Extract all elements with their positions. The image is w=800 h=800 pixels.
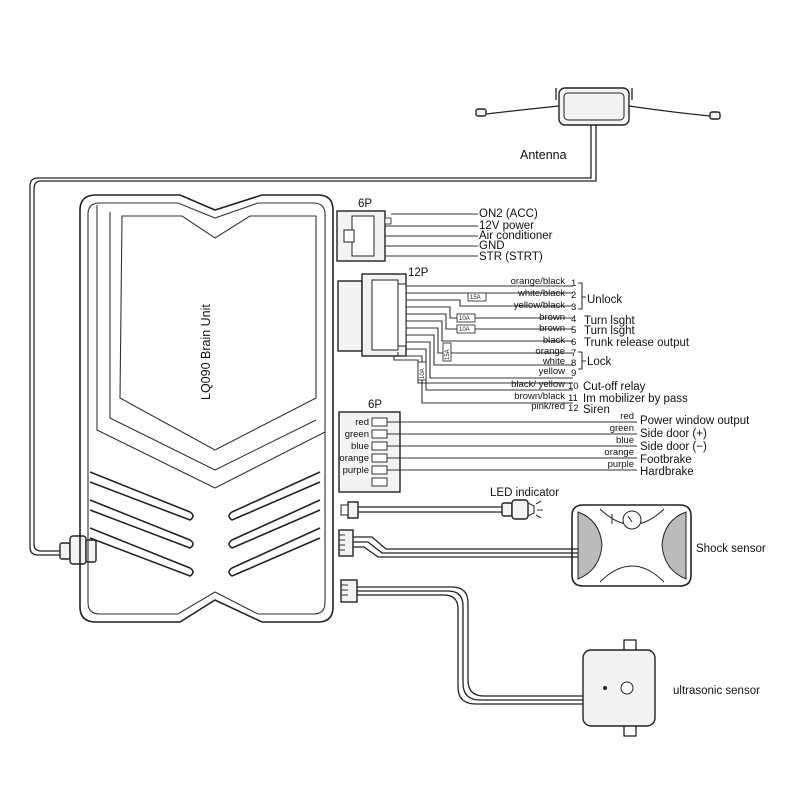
wire-pin-11: 11 [568,393,578,404]
brain-unit-grips [89,471,321,577]
wire-pin-8: 8 [571,358,576,369]
connector-6p-top-name: 6P [358,198,372,210]
wire-pin-10: 10 [568,381,579,392]
wire-color-3: yellow/black [514,300,565,311]
left-color-green: green [345,429,369,440]
function-turn-light-2: Turn lsght [584,325,636,337]
connector-6p-bottom-name: 6P [368,399,382,411]
fuse-10a-1: 10A [456,313,476,323]
led-indicator: LED indicator [340,487,559,520]
led-indicator-label: LED indicator [490,487,559,499]
function-side-door-minus: Side door (−) [640,441,707,453]
wire-color-8: white [542,356,565,367]
wire-color-6: black [543,335,565,346]
wire-color-9: yellow [539,366,566,377]
svg-text:10A: 10A [459,327,470,333]
ultrasonic-sensor: ultrasonic sensor [340,579,760,737]
wire-pin-2: 2 [571,290,576,301]
wire-pin-1: 1 [571,278,576,289]
svg-text:15A: 15A [445,349,451,360]
left-color-red: red [355,417,369,428]
pin-12v-power: 12V power [479,220,534,232]
pin-gnd: GND [479,240,505,252]
function-lock: Lock [587,356,612,368]
connector-6p-bottom: 6P [338,399,637,493]
wire-pin-5: 5 [571,325,576,336]
pin-str-strt: STR (STRT) [479,251,543,263]
function-footbrake: Footbrake [640,454,692,466]
wire-color-10: black/ yellow [511,379,565,390]
fuse-10a-2: 10A [456,324,476,334]
wire-color-1: orange/black [511,276,566,287]
function-immobilizer: Im mobilizer by pass [583,393,688,405]
shock-sensor-label: Shock sensor [696,543,766,555]
function-power-window: Power window output [640,415,750,427]
svg-text:15A: 15A [470,295,481,301]
pin-air-conditioner: Air conditioner [479,230,553,242]
svg-text:10A: 10A [459,316,470,322]
wire-pin-9: 9 [571,368,576,379]
right-color-blue: blue [616,435,634,446]
function-unlock: Unlock [587,294,622,306]
wire-color-7: orange [535,346,565,357]
antenna-plug [59,535,97,565]
right-color-red: red [620,411,634,422]
function-labels-6p-bottom: Power window output Side door (+) Side d… [640,415,750,478]
wire-pin-7: 7 [571,348,576,359]
antenna-label: Antenna [520,148,567,162]
antenna-module [29,87,721,556]
function-labels-12p: Unlock Turn lsght Turn lsght Trunk relea… [583,294,690,416]
shock-sensor: Shock sensor [338,504,766,587]
fuse-10a-3: 10A [417,361,427,381]
ultrasonic-sensor-label: ultrasonic sensor [673,685,760,697]
function-cutoff-relay: Cut-off relay [583,381,646,393]
left-color-blue: blue [351,441,369,452]
function-turn-light-1: Turn lsght [584,315,636,327]
wire-pin-4: 4 [571,314,576,325]
wire-pin-3: 3 [571,302,576,313]
left-color-purple: purple [343,465,369,476]
wire-color-2: white/black [517,288,565,299]
wire-color-4: brown [539,312,565,323]
brain-unit: LQ090 Brain Unit [79,194,334,623]
wire-labels-12p: orange/black 1 white/black 2 yellow/blac… [511,276,579,414]
fuse-15a-2: 15A [442,342,452,362]
connector-6p-top: 6P [336,198,478,262]
wire-pin-6: 6 [571,337,576,348]
wire-color-12: pink/red [531,401,565,412]
brain-unit-label: LQ090 Brain Unit [199,304,213,400]
wire-labels-6p-bottom: red green blue orange purple red green b… [339,411,634,476]
pin-on2-acc: ON2 (ACC) [479,208,538,220]
function-siren: Siren [583,404,610,416]
wire-color-5: brown [539,323,565,334]
fuse-15a-1: 15A [467,292,487,302]
connector-12p: 12P 15A 10A 10A 15A [337,267,586,404]
svg-text:10A: 10A [420,368,426,379]
connector-12p-name: 12P [408,267,429,279]
left-color-orange: orange [339,453,369,464]
right-color-purple: purple [608,459,634,470]
function-trunk-release: Trunk release output [584,337,690,349]
function-side-door-plus: Side door (+) [640,428,707,440]
right-color-green: green [610,423,634,434]
wire-pin-12: 12 [568,403,579,414]
function-hardbrake: Hardbrake [640,466,694,478]
wire-color-11: brown/black [514,391,565,402]
right-color-orange: orange [604,447,634,458]
